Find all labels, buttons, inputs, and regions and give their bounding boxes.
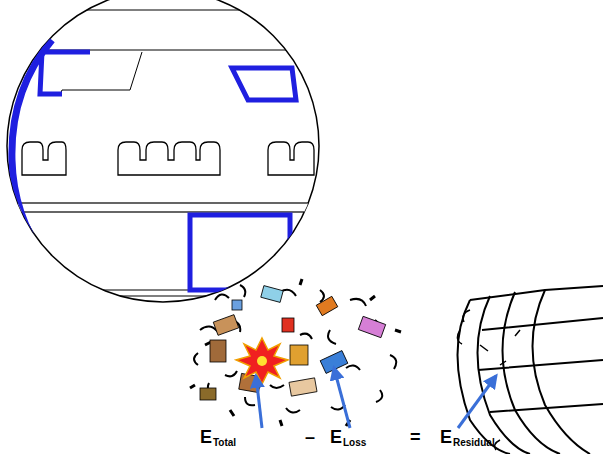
explosion-burst	[236, 338, 288, 384]
energy-symbol: E	[330, 428, 342, 446]
energy-symbol: E	[200, 428, 212, 446]
luggage-items	[200, 286, 386, 400]
energy-subscript: Total	[213, 438, 236, 448]
leader-arrows	[256, 368, 496, 428]
fuselage-fragment	[457, 286, 603, 454]
energy-symbol: E	[440, 428, 452, 446]
energy-subscript: Residual	[453, 438, 495, 448]
minus-sign: –	[305, 428, 315, 446]
equals-sign: =	[410, 428, 421, 446]
fuselage-section	[0, 0, 330, 302]
energy-subscript: Loss	[343, 438, 366, 448]
debris-cloud	[190, 279, 401, 426]
